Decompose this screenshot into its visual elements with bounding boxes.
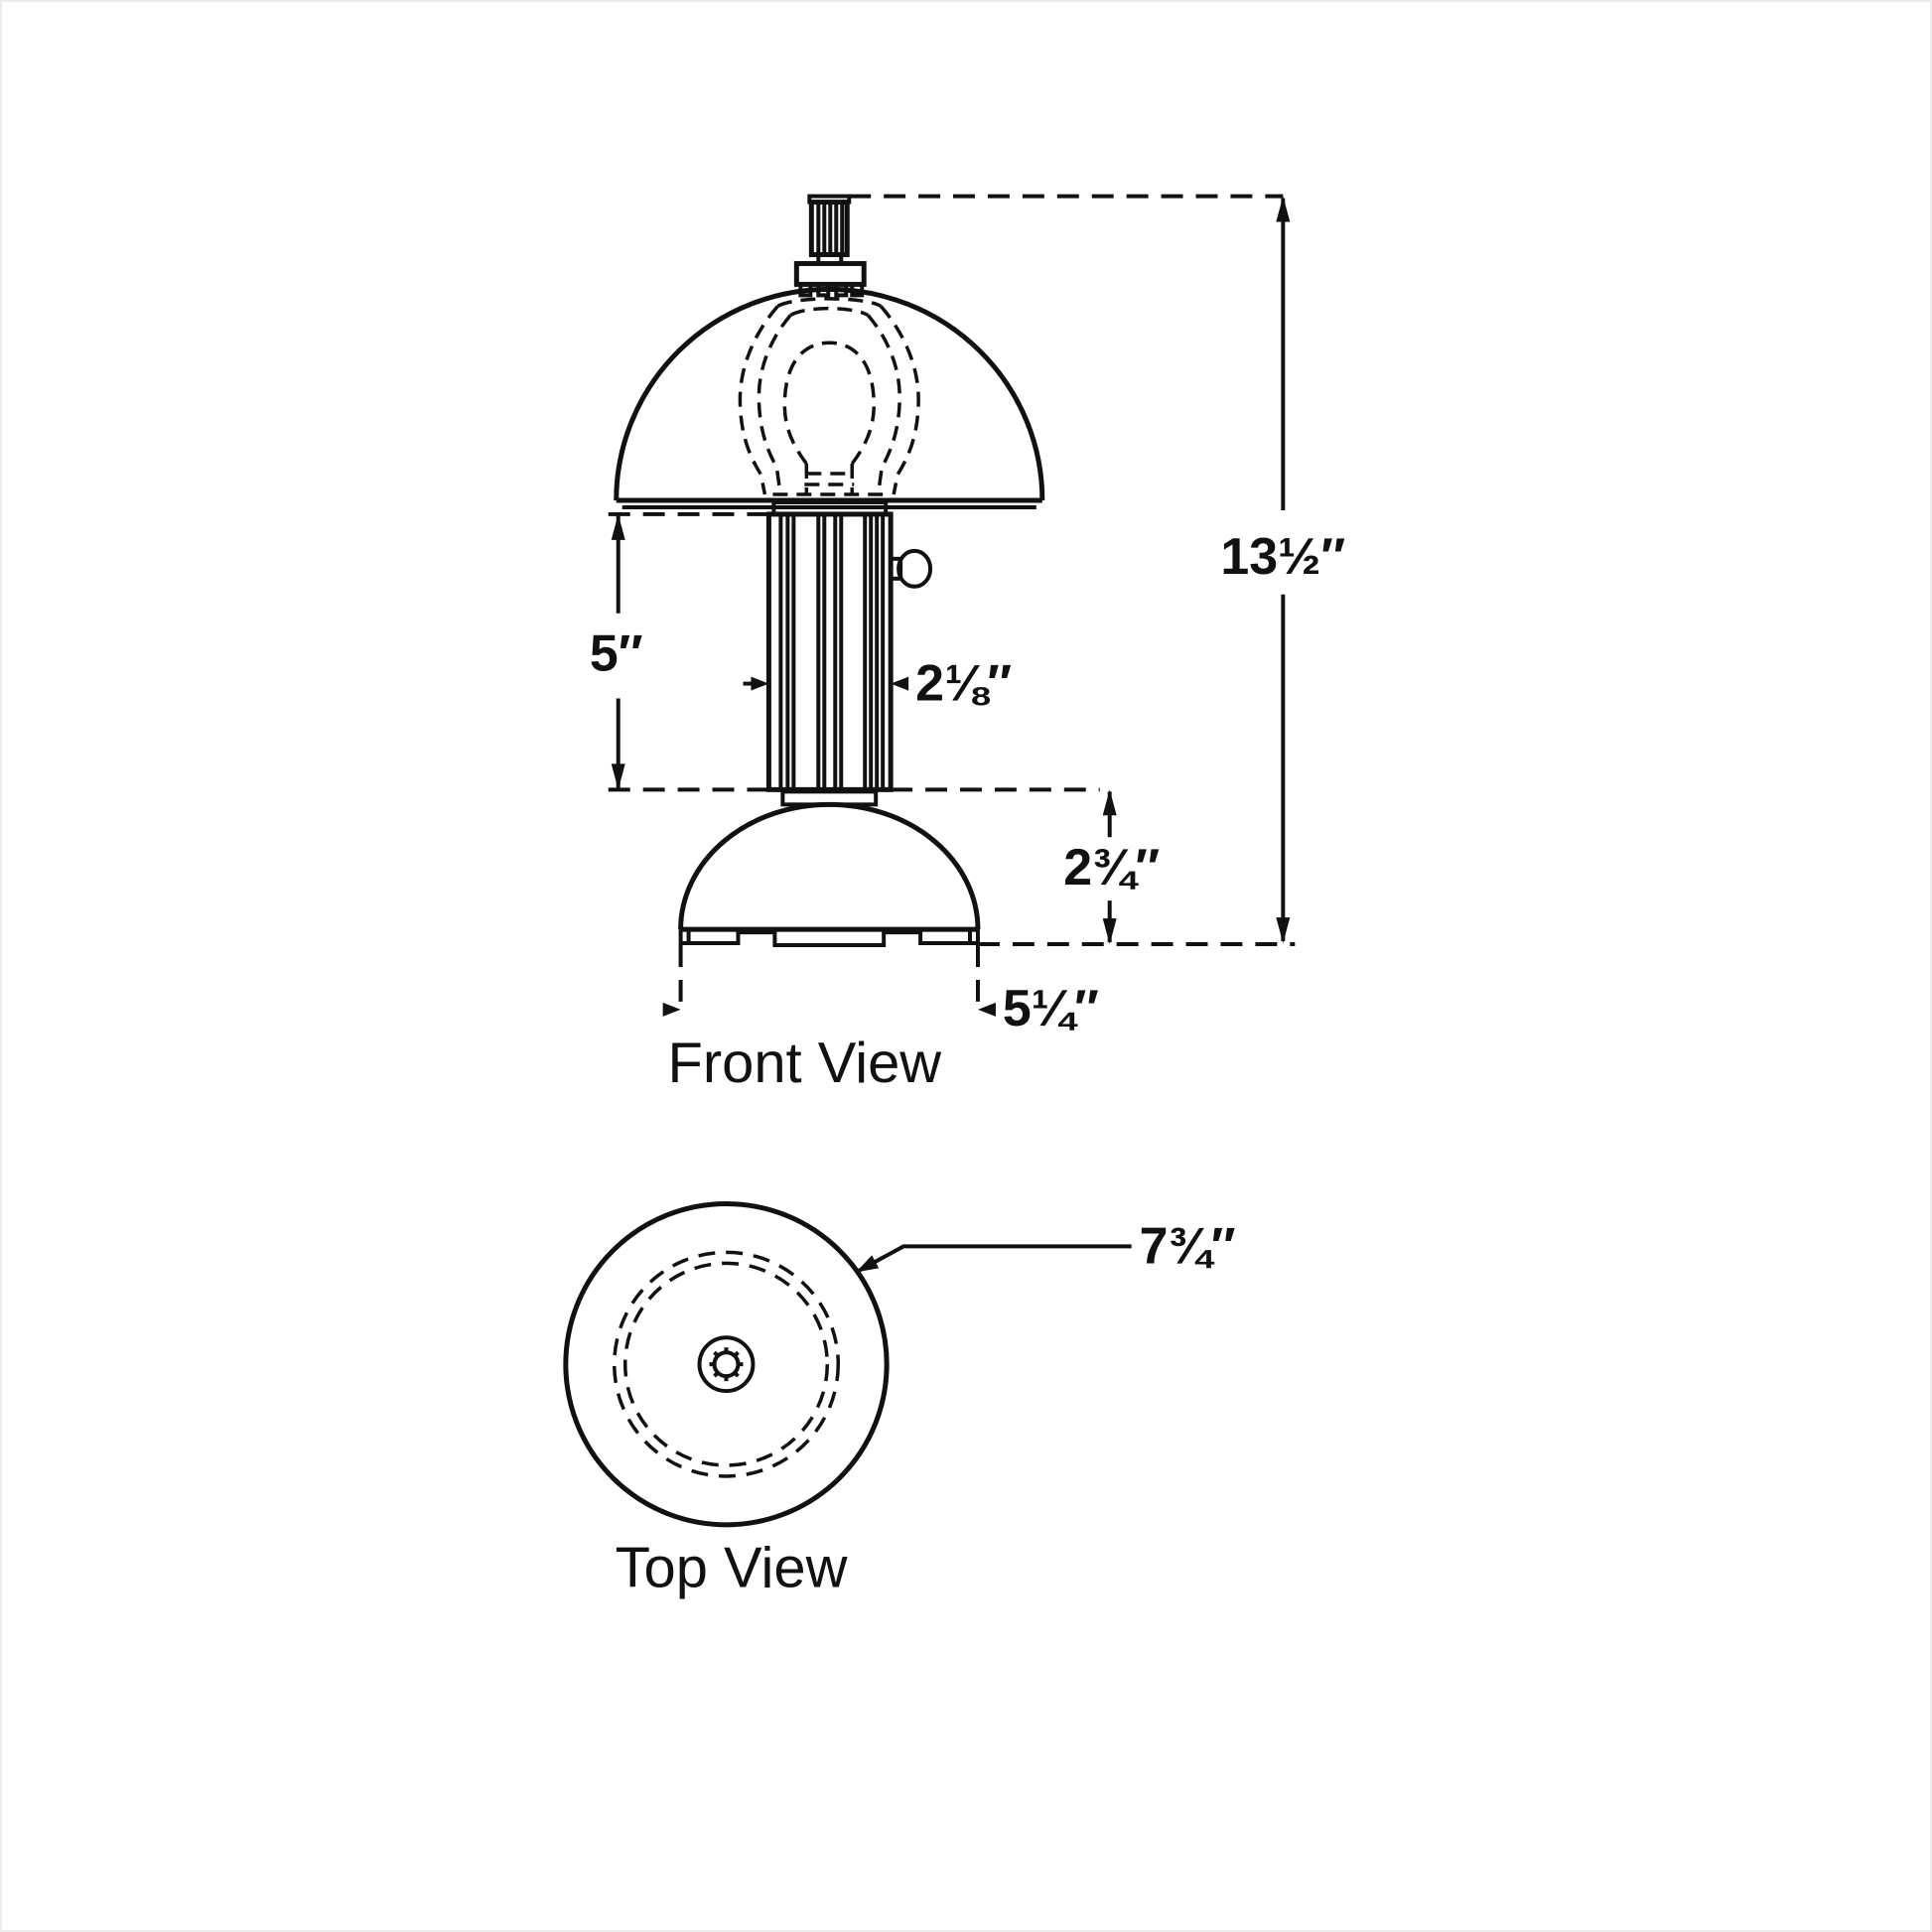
base-outline [678,801,981,930]
inner-shade2-top [789,306,870,317]
arrow-up [611,513,625,540]
switch-knob [889,548,933,589]
arrow-right [751,676,769,691]
finial [793,194,867,298]
base-dome [678,801,981,948]
stem-height-value: 5″ [590,624,643,682]
dim-base-width: 5¼″ [662,979,1099,1036]
base-height-value: 2¾″ [1063,838,1160,896]
dim-stem-height: 5″ [590,513,643,790]
gear-tooth [713,1370,720,1378]
top-view-label: Top View [616,1537,848,1600]
dim-shade-diameter: 7¾″ [855,1216,1236,1275]
finial-top [697,1335,756,1394]
top-view: 7¾″ Top View [563,1201,1236,1600]
dim-total-height: 13½″ [1220,196,1345,944]
front-view: 13½″ 5″ 2⅛″ 2¾″ 5¼″ [590,194,1345,1095]
base-feet-profile [678,929,980,948]
switch-knob-head [897,548,933,589]
light-bulb-hidden-outline [738,297,920,496]
dim-stem-width: 2⅛″ [743,654,1012,712]
inner-shade2-right [866,314,901,490]
leader-line [855,1244,1132,1275]
stem-column [765,499,894,807]
shade-diameter-value: 7¾″ [1140,1216,1236,1274]
arrow-left [977,1002,996,1017]
gear-tooth [733,1350,740,1358]
shade-inner-dashed-circle [612,1250,841,1478]
shade-outline [614,286,1045,500]
shade-inner-dashed-circle-2 [622,1261,830,1467]
inner-shade2-left [757,314,792,490]
inner-shade-top [776,297,883,308]
arrow-up [1102,789,1117,816]
finial-hub-circle [697,1335,756,1394]
extension-lines [608,194,1296,1015]
shade-dome [614,286,1045,509]
stem-width-value: 2⅛″ [915,654,1012,712]
arrow-down [1276,917,1291,944]
arrow-down [611,763,625,790]
inner-shade-left [738,305,779,495]
dim-base-height: 2¾″ [1063,789,1160,945]
arrow-right [662,1002,681,1017]
bulb-glass [782,341,876,466]
gear-tooth [733,1370,740,1378]
arrow-leader [856,1255,880,1273]
inner-shade-right [879,305,920,495]
arrow-up [1276,196,1291,222]
total-height-value: 13½″ [1220,527,1345,585]
gear-tooth [713,1350,720,1358]
arrow-down [1102,918,1117,945]
shade-outer-circle [563,1201,890,1528]
front-view-label: Front View [668,1032,942,1095]
socket-cap [793,260,867,287]
base-width-value: 5¼″ [1003,979,1099,1036]
arrow-left [891,676,909,691]
